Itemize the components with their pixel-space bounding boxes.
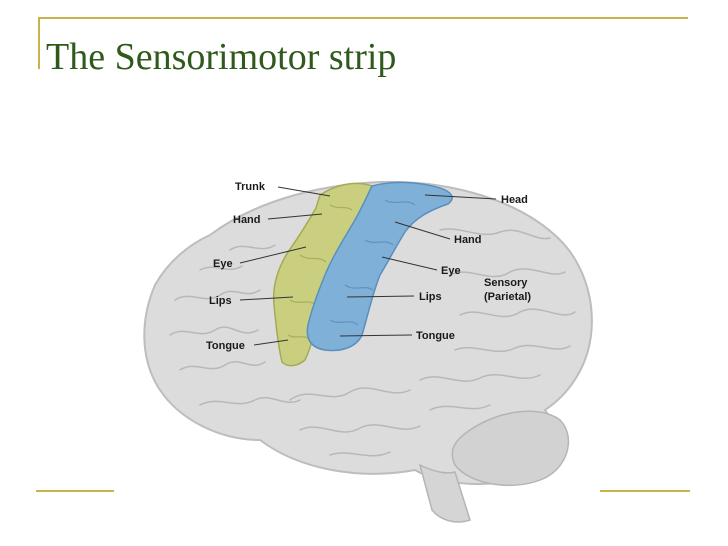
label-sensory-lips: Lips <box>419 291 442 303</box>
label-motor-hand: Hand <box>233 214 261 226</box>
label-sensory-head: Head <box>501 194 528 206</box>
label-sensory-hand: Hand <box>454 234 482 246</box>
label-motor-tongue: Tongue <box>206 340 245 352</box>
label-motor-trunk: Trunk <box>235 181 266 193</box>
label-motor-lips: Lips <box>209 295 232 307</box>
label-sensory-tongue: Tongue <box>416 330 455 342</box>
label-region-parietal: (Parietal) <box>484 291 531 303</box>
label-region-sensory: Sensory <box>484 277 528 289</box>
label-motor-eye: Eye <box>213 258 233 270</box>
label-sensory-eye: Eye <box>441 265 461 277</box>
